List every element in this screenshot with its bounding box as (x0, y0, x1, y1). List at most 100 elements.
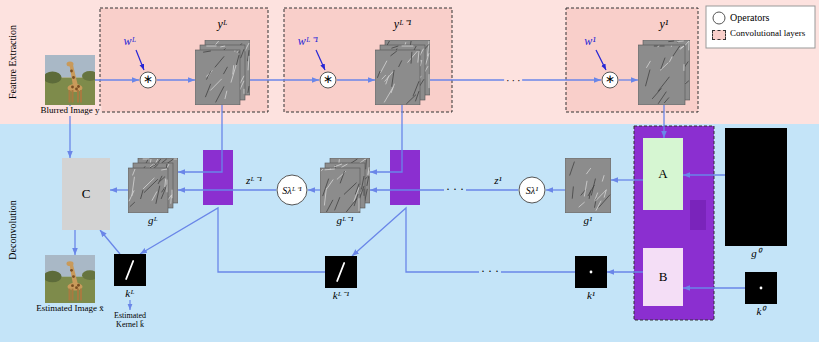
feature-stroke (325, 169, 335, 171)
feature-stroke (248, 86, 249, 93)
feature-stroke (161, 185, 167, 199)
giraffe-leg (69, 90, 71, 103)
feature-stack (638, 40, 690, 105)
feature-stroke (652, 88, 661, 99)
blurred-image: Blurred Image y (45, 55, 95, 105)
node-label: Estimated Image x̄ (34, 304, 105, 314)
filter-arrow (596, 50, 606, 70)
data-flow-arrow (607, 271, 643, 272)
data-flow-arrow (140, 208, 325, 272)
feature-stroke (645, 70, 650, 87)
giraffe-spot (71, 86, 74, 89)
legend-entry: Operators (706, 11, 815, 25)
shrinkage-operator: Sλ¹ (518, 176, 546, 204)
feature-stroke (223, 67, 227, 74)
feature-stroke (236, 55, 239, 65)
giraffe-spot (70, 70, 73, 73)
feature-stroke (335, 197, 340, 210)
estimated-image: Estimated Image x̄ (45, 255, 95, 303)
init-block (634, 126, 714, 320)
update-block (390, 150, 420, 205)
feature-layer (195, 50, 240, 105)
operator-outline (320, 72, 336, 88)
filter-label: wᴸ⁻¹ (296, 35, 320, 48)
combine-box: C (62, 158, 110, 230)
feature-stroke (143, 159, 150, 160)
feature-map: gᴸ⁻¹ (320, 158, 370, 213)
data-flow-arrow (95, 79, 139, 80)
feature-stroke (589, 190, 590, 198)
legend-circle (713, 12, 725, 24)
legend: OperatorsConvolutional layers (706, 6, 815, 48)
operator-outline (140, 72, 156, 88)
dark-image (725, 128, 787, 246)
feature-stroke (130, 202, 135, 207)
photo (45, 55, 95, 105)
legend-box (706, 6, 815, 48)
filter-label: wᴸ (122, 35, 139, 48)
feature-stroke (406, 95, 416, 104)
data-flow-arrow (337, 79, 375, 80)
feature-stroke (321, 169, 323, 171)
feature-stroke (599, 195, 610, 208)
deconvolution-band: DeconvolutionCgᴸSλᴸ⁻¹gᴸ⁻¹Sλ¹g¹ABg⁰k⁰k¹kᴸ… (0, 124, 819, 342)
feature-stroke (602, 175, 604, 181)
feature-stroke (658, 92, 666, 104)
feature-stroke (210, 79, 222, 91)
feature-stroke (205, 84, 210, 97)
data-flow-arrow (611, 179, 643, 180)
tree (82, 270, 95, 280)
dark-ground (325, 256, 357, 288)
feature-stroke (671, 46, 672, 48)
feature-stroke (239, 51, 240, 53)
dark-image (325, 256, 357, 288)
feature-band-ground (0, 0, 819, 124)
feature-stroke (595, 190, 606, 202)
feature-layer (320, 168, 360, 213)
legend-text: Operators (730, 12, 769, 23)
feature-stroke (206, 71, 211, 79)
node-label: kᴸ⁻¹ (331, 289, 352, 301)
feature-stroke (203, 51, 211, 52)
data-flow-arrow (250, 79, 319, 80)
feature-map: yᴸ⁻¹ (375, 40, 430, 105)
data-flow-arrow (178, 189, 276, 190)
node-label: y¹ (658, 18, 671, 31)
feature-stroke (334, 164, 342, 167)
feature-stroke (344, 183, 357, 195)
node-label: A (658, 167, 667, 181)
leader-arrow (129, 300, 130, 310)
block-arrow (690, 200, 706, 230)
node-label: ∗ (143, 73, 153, 86)
feature-stroke (368, 167, 369, 175)
dark-image (114, 254, 146, 286)
dark-image (745, 272, 777, 304)
feature-stroke (359, 198, 360, 211)
kernel-trace (337, 263, 344, 281)
legend-symbol (712, 11, 726, 25)
giraffe-leg (80, 90, 82, 103)
conv-operator: ∗ (601, 71, 619, 89)
data-flow-arrow (308, 189, 320, 190)
node-label: B (659, 270, 668, 284)
giraffe-spot (70, 269, 73, 272)
feature-stroke (225, 91, 227, 99)
feature-stroke (657, 46, 659, 48)
signal-label: · · · (504, 74, 522, 86)
giraffe-leg (80, 289, 82, 301)
feature-stroke (133, 169, 136, 175)
feature-stroke (646, 61, 650, 68)
feature-ground (565, 158, 611, 213)
feature-stroke (167, 180, 168, 193)
ellipsis: · · · (444, 183, 466, 196)
init-box: A (643, 138, 683, 210)
giraffe-neck (70, 65, 79, 86)
feature-stroke (215, 56, 224, 67)
feature-stroke (591, 179, 595, 196)
dark-image (575, 256, 607, 288)
feature-stroke (418, 51, 419, 63)
feature-stack (195, 40, 250, 105)
node-label: gᴸ⁻¹ (334, 214, 355, 226)
node-label: g⁰ (749, 247, 763, 259)
